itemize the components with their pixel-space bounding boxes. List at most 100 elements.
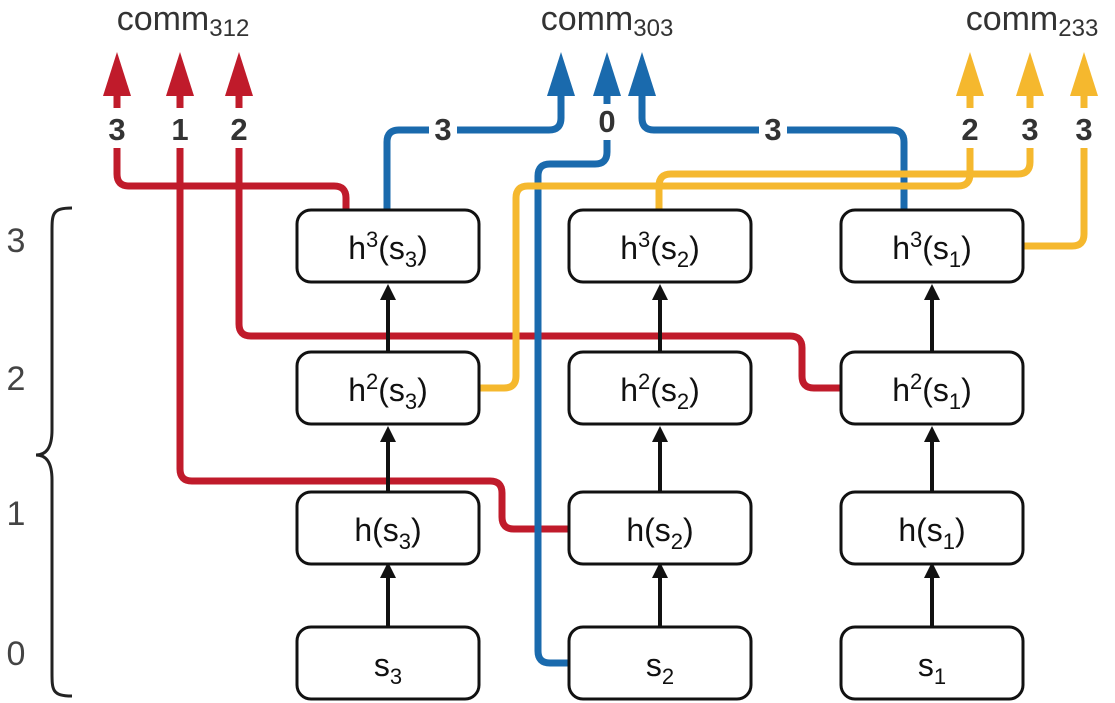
- hash-arrows: [380, 284, 940, 627]
- node-s3-sub: 3: [390, 664, 402, 689]
- comm303-arrowhead-3: [628, 52, 656, 96]
- svg-text:h(s2): h(s2): [626, 512, 693, 554]
- node-hs2-base: h: [626, 512, 644, 548]
- node-h3s1-sup: 3: [910, 227, 922, 252]
- svg-text:h(s3): h(s3): [354, 512, 421, 554]
- comm303-arrowhead-2: [593, 52, 621, 96]
- node-s3-arg: s: [374, 647, 390, 683]
- svg-text:s1: s1: [918, 647, 946, 689]
- node-h2s1-base: h: [892, 372, 910, 408]
- comm303-arrowhead-1: [547, 52, 575, 96]
- node-hs2: h(s2): [567, 490, 753, 566]
- red-path-h2s1: [235, 148, 841, 392]
- node-h2s1-sup: 2: [910, 369, 922, 394]
- svg-text:h2(s2): h2(s2): [620, 369, 700, 414]
- red-path-h3s3: [113, 148, 350, 210]
- node-h2s3-sub: 3: [405, 389, 417, 414]
- node-hs2-arg: s: [655, 512, 671, 548]
- svg-text:h2(s1): h2(s1): [892, 369, 972, 414]
- node-s1-arg: s: [918, 647, 934, 683]
- output-arrowheads: [103, 52, 1098, 108]
- node-hs1: h(s1): [839, 490, 1025, 566]
- node-h2s3-arg: s: [389, 372, 405, 408]
- comm233-title-main: comm: [966, 0, 1059, 38]
- comm312-title-main: comm: [117, 0, 210, 38]
- svg-text:s2: s2: [646, 647, 674, 689]
- svg-text:h2(s3): h2(s3): [348, 369, 428, 414]
- node-h3s1-sub: 1: [949, 247, 961, 272]
- comm303-count-1: 3: [434, 112, 451, 147]
- comm303-count-2: 0: [598, 104, 615, 139]
- node-h2s3: h2(s3): [295, 350, 481, 426]
- node-s1: s1: [839, 625, 1025, 701]
- node-h3s3-base: h: [348, 230, 366, 266]
- svg-text:h3(s3): h3(s3): [348, 227, 428, 272]
- node-s2-arg: s: [646, 647, 662, 683]
- node-h3s2-arg: s: [661, 230, 677, 266]
- comm312-arrowhead-1: [103, 52, 131, 96]
- node-h2s2-base: h: [620, 372, 638, 408]
- comm233-arrowhead-3: [1070, 52, 1098, 96]
- comm233-title-sub: 233: [1058, 15, 1098, 42]
- node-h3s3: h3(s3): [295, 208, 481, 284]
- comm233-title: comm233: [966, 0, 1099, 42]
- comm303-title-main: comm: [541, 0, 634, 38]
- count-labels: 3 1 2 3 0 3 2 3 3: [103, 104, 1098, 147]
- comm233-arrowhead-1: [956, 52, 984, 96]
- comm233-count-3: 3: [1075, 112, 1092, 147]
- node-h2s1: h2(s1): [839, 350, 1025, 426]
- comm312-count-3: 2: [230, 112, 247, 147]
- node-hs3-base: h: [354, 512, 372, 548]
- nodes: h3(s3) h3(s2) h3(s1) h2(s3) h2(s2) h2(s1…: [295, 208, 1025, 701]
- node-h3s2-base: h: [620, 230, 638, 266]
- comm312-arrowhead-3: [225, 52, 253, 96]
- red-path-hs2: [176, 148, 571, 533]
- comm303-title-sub: 303: [633, 15, 673, 42]
- node-h2s1-sub: 1: [949, 389, 961, 414]
- node-h2s2-sub: 2: [677, 389, 689, 414]
- node-h2s3-sup: 2: [366, 369, 378, 394]
- node-h2s2-arg: s: [661, 372, 677, 408]
- node-h3s1-arg: s: [933, 230, 949, 266]
- svg-text:h3(s2): h3(s2): [620, 227, 700, 272]
- node-h3s3-sub: 3: [405, 247, 417, 272]
- node-s2-sub: 2: [662, 664, 674, 689]
- node-h2s1-arg: s: [933, 372, 949, 408]
- blue-path-s2: [534, 140, 611, 667]
- comm312-arrowhead-2: [166, 52, 194, 96]
- comm303-title: comm303: [541, 0, 674, 42]
- comm303-count-3: 3: [764, 112, 781, 147]
- node-hs1-base: h: [898, 512, 916, 548]
- node-hs1-sub: 1: [943, 529, 955, 554]
- node-h2s3-base: h: [348, 372, 366, 408]
- node-hs3-arg: s: [383, 512, 399, 548]
- comm312-title: comm312: [117, 0, 250, 42]
- node-h2s2-sup: 2: [638, 369, 650, 394]
- level-label-1: 1: [7, 495, 26, 533]
- comm233-count-1: 2: [961, 112, 978, 147]
- comm312-count-2: 1: [171, 112, 188, 147]
- node-s2: s2: [567, 625, 753, 701]
- node-h3s1: h3(s1): [839, 208, 1025, 284]
- svg-text:s3: s3: [374, 647, 402, 689]
- output-titles: comm312 comm303 comm233: [117, 0, 1099, 42]
- level-label-0: 0: [7, 635, 26, 673]
- node-hs3-sub: 3: [399, 529, 411, 554]
- comm233-arrowhead-2: [1016, 52, 1044, 96]
- comm233-count-2: 3: [1021, 112, 1038, 147]
- yellow-path-h3s1: [1020, 148, 1088, 250]
- node-h3s1-base: h: [892, 230, 910, 266]
- node-h3s2: h3(s2): [567, 208, 753, 284]
- level-brace: [35, 206, 73, 698]
- blue-path-h3s3: [383, 95, 565, 210]
- yellow-path-h3s2: [655, 148, 1034, 210]
- node-h3s2-sup: 3: [638, 227, 650, 252]
- node-s1-sub: 1: [934, 664, 946, 689]
- node-hs3: h(s3): [295, 490, 481, 566]
- level-label-2: 2: [7, 360, 26, 398]
- node-h3s3-sup: 3: [366, 227, 378, 252]
- yellow-path-h2s3: [479, 148, 974, 392]
- comm312-count-1: 3: [108, 112, 125, 147]
